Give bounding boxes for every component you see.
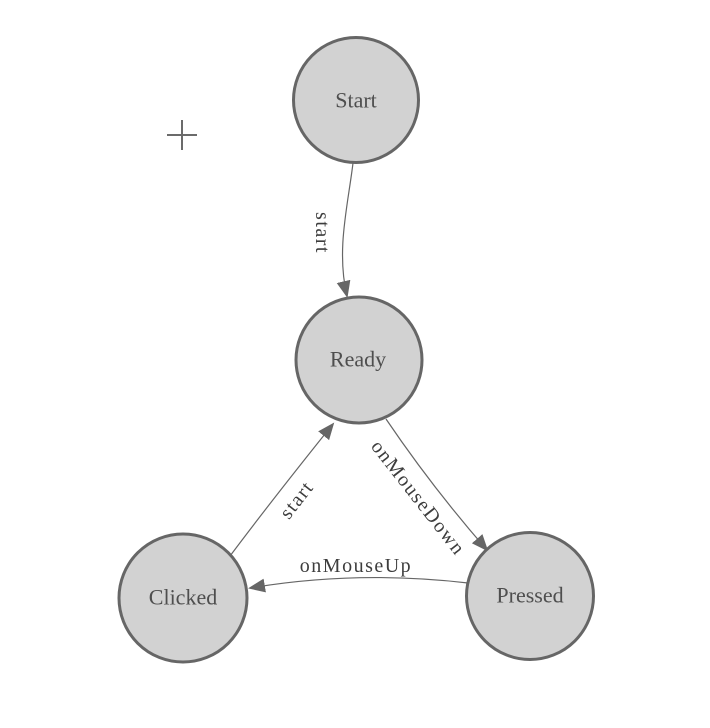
node-pressed[interactable]: Pressed xyxy=(465,531,595,661)
plus-crosshair-icon xyxy=(167,120,197,150)
node-pressed-label: Pressed xyxy=(496,583,563,608)
node-ready[interactable]: Ready xyxy=(294,295,424,425)
edge-start-to-ready: start xyxy=(311,162,354,298)
edge-line-clicked-to-ready[interactable] xyxy=(229,422,335,557)
node-ready-circle[interactable] xyxy=(294,295,424,425)
edge-clicked-to-ready: start xyxy=(229,422,335,557)
edge-pressed-to-clicked: onMouseUp xyxy=(248,555,469,593)
node-start-circle[interactable] xyxy=(292,36,420,164)
edge-label-onmousedown: onMouseDown xyxy=(366,436,469,560)
edge-label-start-1: start xyxy=(311,212,333,254)
node-start-label: Start xyxy=(335,88,377,113)
edge-ready-to-pressed: onMouseDown xyxy=(366,418,489,560)
node-ready-label: Ready xyxy=(330,347,386,372)
node-clicked-circle[interactable] xyxy=(117,532,249,664)
edge-label-onmouseup: onMouseUp xyxy=(300,555,412,577)
node-clicked-label: Clicked xyxy=(149,585,217,610)
edge-line-start-to-ready[interactable] xyxy=(336,162,354,298)
node-start[interactable]: Start xyxy=(292,36,420,164)
edge-line-pressed-to-clicked[interactable] xyxy=(248,576,469,593)
edge-label-start-2: start xyxy=(275,477,318,524)
node-clicked[interactable]: Clicked xyxy=(117,532,249,664)
node-pressed-circle[interactable] xyxy=(465,531,595,661)
edge-line-ready-to-pressed[interactable] xyxy=(385,418,489,552)
